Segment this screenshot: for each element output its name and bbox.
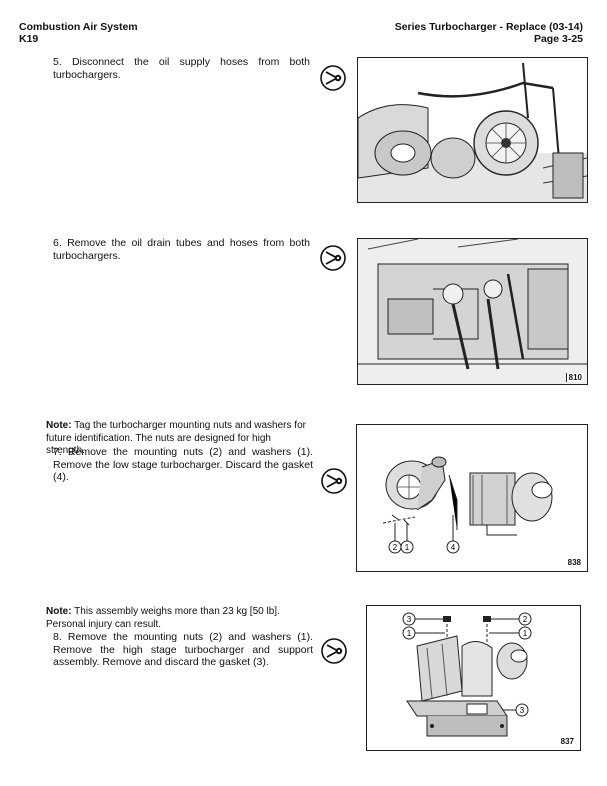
note-label: Note: [46, 606, 72, 617]
callout-1: 1 [405, 543, 410, 552]
header-left: Combustion Air System K19 [19, 21, 138, 45]
header-model: K19 [19, 33, 39, 45]
callout-3: 3 [520, 706, 525, 715]
step-7-text: 7. Remove the mounting nuts (2) and wash… [53, 446, 313, 483]
figure-number: 837 [560, 737, 574, 746]
step-5-text: 5. Disconnect the oil supply hoses from … [53, 56, 310, 81]
note-tag-nuts: Note: Tag the turbocharger mounting nuts… [46, 420, 312, 458]
low-stage-turbo-illustration: 2 1 4 [382, 456, 553, 554]
callout-2: 2 [523, 615, 528, 624]
engine-oil-drain-illustration [358, 239, 587, 384]
figure-number: 810 [565, 373, 584, 382]
wrench-icon [318, 63, 348, 93]
wrench-icon [319, 636, 349, 666]
note-text: This assembly weighs more than 23 kg [50… [46, 606, 280, 630]
callout-3: 3 [407, 615, 412, 624]
header-procedure-title: Series Turbocharger - Replace (03-14) [394, 21, 583, 33]
note-weight-warning: Note: This assembly weighs more than 23 … [46, 606, 312, 631]
callout-1: 1 [523, 629, 528, 638]
step-8-text: 8. Remove the mounting nuts (2) and wash… [53, 631, 313, 668]
callout-4: 4 [451, 543, 456, 552]
callout-2: 2 [393, 543, 398, 552]
header-right: Series Turbocharger - Replace (03-14) Pa… [395, 21, 583, 45]
figure-number: 838 [567, 558, 581, 567]
step-6-text: 6. Remove the oil drain tubes and hoses … [53, 237, 310, 262]
high-stage-turbo-illustration: 3 1 2 1 3 [402, 612, 532, 737]
note-label: Note: [46, 420, 72, 431]
callout-1: 1 [407, 629, 412, 638]
figure-high-stage-turbo: 3 1 2 1 3 837 [366, 605, 581, 751]
wrench-icon [318, 243, 348, 273]
figure-oil-supply-hoses [357, 57, 588, 203]
header-section-title: Combustion Air System [19, 21, 138, 33]
figure-low-stage-turbo: 2 1 4 838 [356, 424, 588, 572]
wrench-icon [319, 466, 349, 496]
figure-oil-drain-tubes: 810 [357, 238, 588, 385]
header-page-number: Page 3-25 [533, 33, 583, 45]
note-text: Tag the turbocharger mounting nuts and w… [46, 420, 306, 456]
engine-oil-supply-illustration [358, 62, 587, 202]
